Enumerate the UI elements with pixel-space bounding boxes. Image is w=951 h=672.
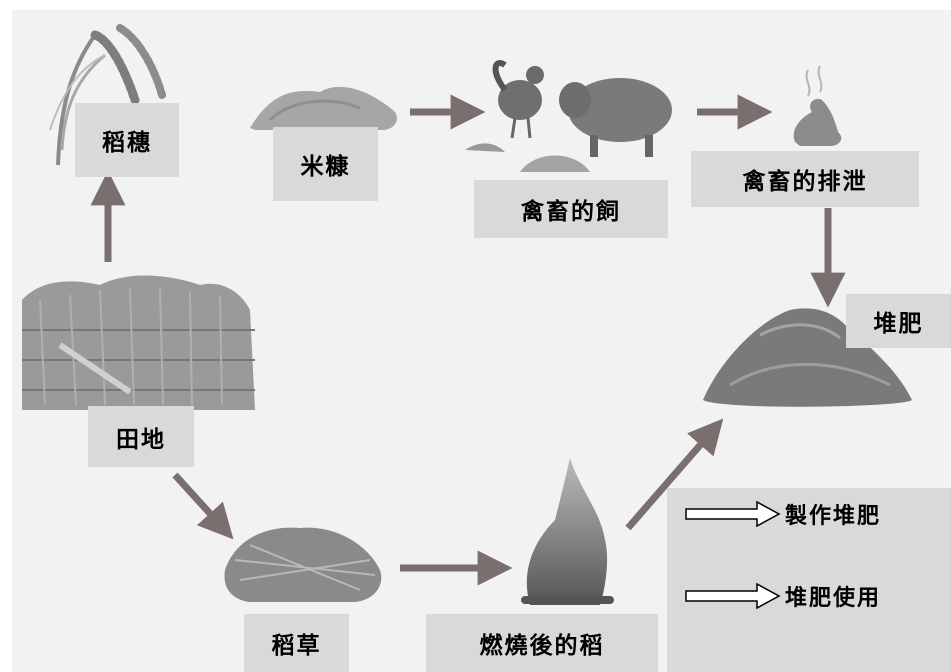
field-illustration (22, 275, 255, 410)
legend-item-use-compost: 堆肥使用 (685, 580, 881, 612)
label-compost: 堆肥 (846, 294, 951, 348)
fire-illustration (521, 458, 614, 605)
rice-ear-illustration (49, 24, 166, 166)
hollow-arrow-icon (685, 582, 781, 610)
label-field: 田地 (88, 406, 194, 467)
legend-label-make-compost: 製作堆肥 (785, 504, 882, 529)
label-rice-bran: 米糠 (273, 127, 378, 201)
arrow-fire-to-compost (625, 418, 724, 531)
label-straw: 稻草 (244, 614, 349, 672)
livestock-waste-illustration (793, 65, 842, 146)
rice-bran-illustration (250, 86, 397, 130)
legend-item-make-compost: 製作堆肥 (685, 498, 881, 530)
legend-label-use-compost: 堆肥使用 (785, 586, 882, 611)
label-livestock-waste: 禽畜的排泄 (691, 151, 919, 207)
compost-illustration (703, 308, 912, 407)
legend: 製作堆肥 堆肥使用 (667, 488, 951, 672)
livestock-illustration (465, 60, 672, 172)
hollow-arrow-icon (685, 500, 781, 528)
straw-illustration (224, 527, 382, 602)
label-burnt-straw: 燃燒後的稻 (426, 614, 658, 672)
label-rice-ear: 稻穗 (75, 103, 179, 177)
arrow-field-to-straw (172, 472, 234, 540)
label-livestock-feed: 禽畜的飼 (474, 180, 668, 238)
